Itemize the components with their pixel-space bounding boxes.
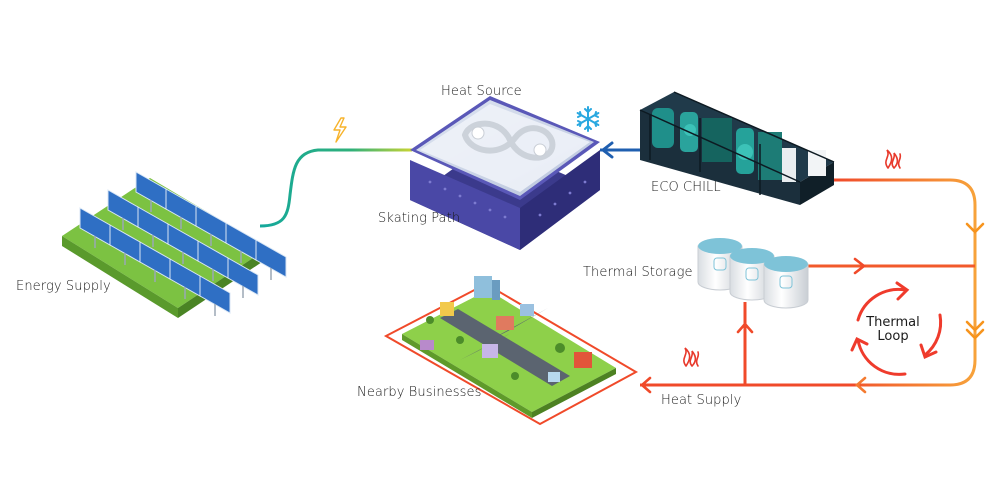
eco-chill-label: ECO CHILL [651,180,721,195]
thermal-loop-label-line1: Thermal [866,315,920,330]
nearby-businesses-label: Nearby Businesses [357,385,482,400]
storage-tank-logo [779,275,793,289]
energy-supply-line [259,148,412,228]
flame-icon [885,149,902,169]
storage-tank-lid [764,256,808,272]
thermal-loop-label-line2: Loop [877,329,909,344]
solar-farm-illustration [62,171,287,318]
thermal-loop-label: Thermal Loop [858,316,928,344]
energy-supply-label: Energy Supply [16,279,111,294]
storage-tank-logo [713,257,727,271]
thermal-storage-label: Thermal Storage [583,265,693,280]
thermal-loop-arrows [850,281,943,376]
eco-chill-machine-illustration [639,91,835,205]
heat-return-line [834,178,977,387]
solar-panel [255,239,287,278]
snowflake-icon [576,106,600,132]
cold-supply-arrowhead [600,141,614,159]
storage-tank-logo [745,267,759,281]
heat-supply-label: Heat Supply [661,393,742,408]
flame-icon [683,347,700,367]
storage-tank-lid [698,238,742,254]
solar-panel [227,257,259,296]
solar-panel [199,275,231,314]
heat-source-label: Heat Source [441,84,522,99]
flow-direction-arrows [965,222,985,340]
heat-supply-arrowhead [640,376,652,394]
nearby-businesses-illustration [383,276,639,426]
storage-outflow-arrowhead [853,257,867,275]
lightning-icon [333,117,347,143]
storage-tank [763,263,809,309]
skating-path-label: Skating Path [378,211,461,226]
storage-inflow-arrowhead [736,322,754,334]
skating-rink-illustration [410,96,600,250]
thermal-storage-illustration [697,238,809,309]
heat-return-arrowhead [855,376,867,394]
storage-tank-lid [730,248,774,264]
